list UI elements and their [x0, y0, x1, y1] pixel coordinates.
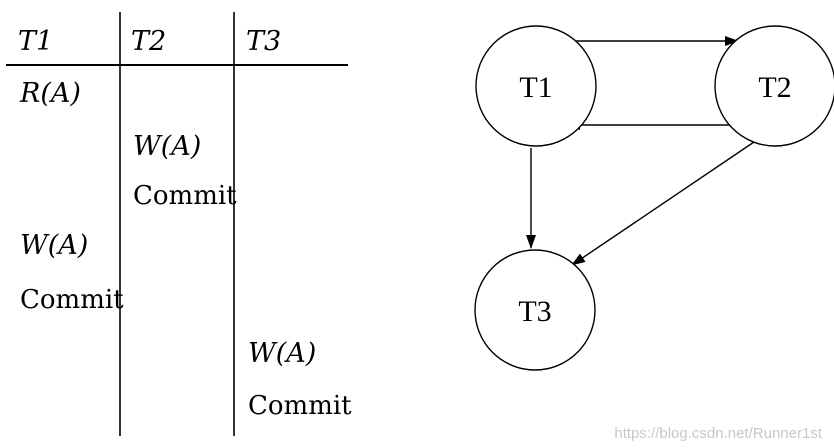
column-header-t2: T2 — [131, 26, 166, 57]
graph-edges — [526, 36, 755, 266]
operation-cell: R(A) — [19, 78, 81, 109]
node-label: T1 — [519, 71, 552, 104]
node-label: T3 — [518, 295, 551, 328]
operation-cell: Commit — [248, 391, 352, 421]
node-t3: T3 — [474, 249, 596, 371]
node-circle — [475, 25, 597, 147]
node-t2: T2 — [714, 25, 834, 147]
node-label: T2 — [758, 71, 791, 104]
edge-t2-to-t3 — [571, 141, 755, 266]
node-t1: T1 — [475, 25, 597, 147]
watermark-text: https://blog.csdn.net/Runner1st — [614, 425, 822, 442]
column-header-t1: T1 — [18, 26, 53, 57]
operation-cell: W(A) — [133, 131, 201, 162]
node-circle — [714, 25, 834, 147]
operation-cell: W(A) — [20, 230, 88, 261]
operation-cell: Commit — [20, 285, 124, 315]
operation-cell: Commit — [133, 181, 237, 211]
column-header-t3: T3 — [246, 26, 281, 57]
schedule-table: T1 T2 T3 R(A)W(A)CommitW(A)CommitW(A)Com… — [6, 12, 352, 436]
node-circle — [474, 249, 596, 371]
operation-cell: W(A) — [248, 338, 316, 369]
